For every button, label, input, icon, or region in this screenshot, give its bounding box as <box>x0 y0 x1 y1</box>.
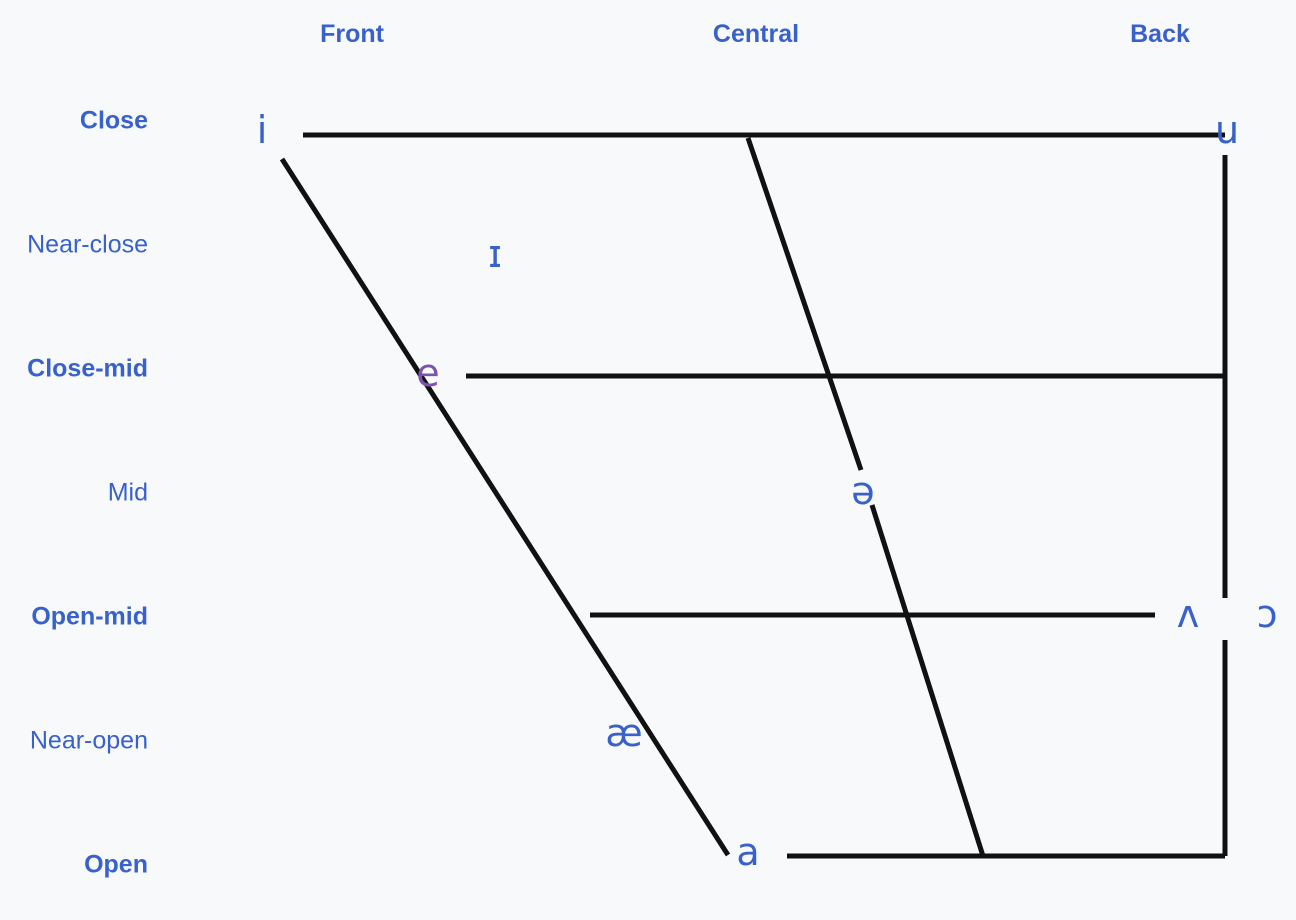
outline-left-diagonal <box>279 157 731 857</box>
row-label-close: Close <box>79 106 148 135</box>
column-header-central: Central <box>712 20 800 48</box>
vowel-symbol-open-o[interactable]: ɔ <box>1256 592 1278 636</box>
row-label-mid: Mid <box>107 478 148 507</box>
vowel-symbol-ash[interactable]: æ <box>605 711 643 755</box>
row-label-close-mid: Close-mid <box>27 354 148 383</box>
row-label-open: Open <box>84 850 148 879</box>
row-label-near-close: Near-close <box>27 230 148 259</box>
vowel-symbol-i[interactable]: i <box>256 108 268 152</box>
column-header-back: Back <box>1130 20 1190 48</box>
vowel-symbol-a[interactable]: a <box>736 830 760 874</box>
row-label-near-open: Near-open <box>29 726 148 755</box>
vowel-symbol-e[interactable]: e <box>416 351 440 395</box>
vowel-symbol-schwa[interactable]: ə <box>851 469 875 513</box>
vowel-symbol-turned-v[interactable]: ʌ <box>1176 592 1200 636</box>
vowel-symbol-u[interactable]: u <box>1214 108 1240 152</box>
central-diagonal-lower <box>869 504 986 857</box>
vowel-symbol-small-capital-i[interactable]: ɪ <box>487 232 503 276</box>
row-label-open-mid: Open-mid <box>31 602 148 631</box>
column-header-front: Front <box>320 20 384 48</box>
central-diagonal-upper <box>745 137 864 471</box>
